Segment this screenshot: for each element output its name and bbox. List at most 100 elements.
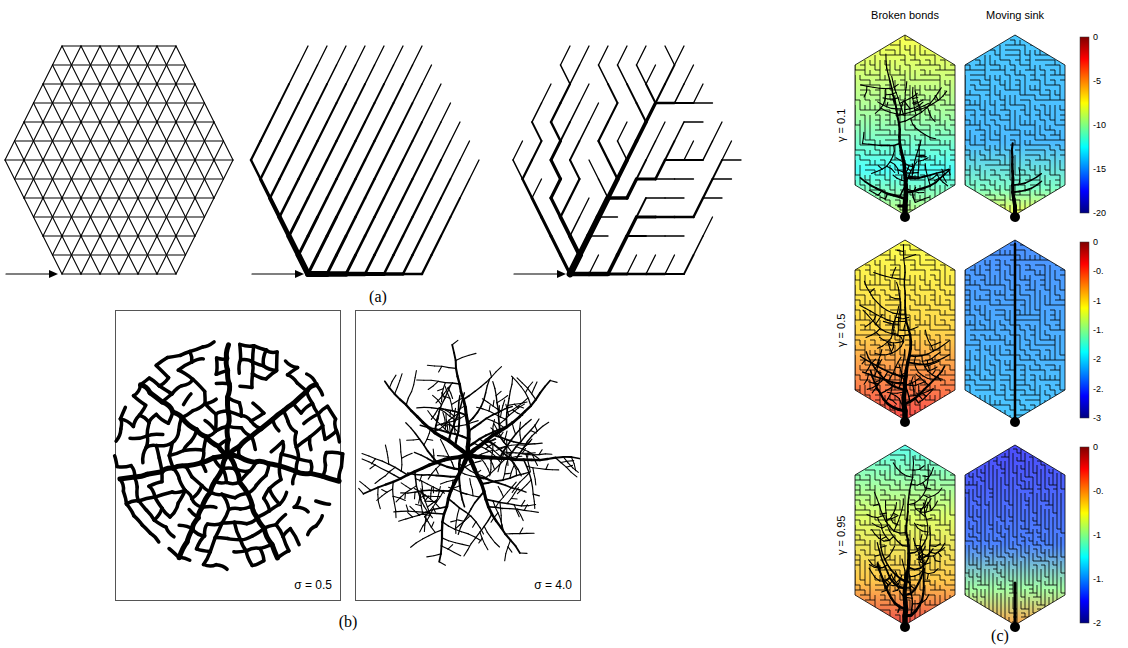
- broken-bonds-network: [900, 114, 905, 115]
- branched-network: [475, 423, 481, 427]
- branched-network: [523, 398, 528, 402]
- broken-bonds-network: [895, 109, 898, 116]
- branched-network: [512, 447, 516, 453]
- loopy-network: [229, 507, 241, 511]
- branched-network: [431, 407, 438, 409]
- branching-tree-network: [513, 160, 523, 179]
- triangular-lattice: [72, 254, 91, 255]
- branched-network: [500, 459, 502, 465]
- triangular-lattice: [53, 198, 63, 217]
- branched-network: [514, 463, 518, 469]
- branched-network: [401, 465, 403, 471]
- branching-tree-network: [589, 255, 599, 274]
- branched-network: [496, 507, 503, 508]
- triangular-lattice: [167, 255, 177, 274]
- branched-network: [520, 435, 521, 441]
- triangular-lattice: [167, 254, 186, 255]
- loopy-network: [154, 520, 166, 527]
- optimal-tree-network: [432, 160, 442, 179]
- branching-tree-network: [627, 273, 646, 276]
- broken-bonds-network: [919, 155, 924, 156]
- triangular-lattice: [176, 197, 195, 198]
- branching-tree-network: [665, 273, 684, 275]
- loopy-network: [271, 442, 283, 452]
- branched-network: [489, 405, 490, 411]
- loopy-network: [149, 378, 159, 386]
- triangular-lattice: [91, 65, 101, 84]
- loopy-network: [150, 533, 158, 542]
- branched-network: [436, 421, 441, 425]
- triangular-lattice: [176, 159, 195, 160]
- broken-bonds-network: [907, 168, 911, 171]
- branched-network: [511, 498, 517, 500]
- branched-network: [506, 485, 513, 488]
- broken-bonds-network: [888, 98, 893, 99]
- branched-network: [448, 433, 455, 435]
- triangular-lattice: [157, 83, 176, 84]
- broken-bonds-network: [885, 89, 886, 95]
- branching-tree-network: [637, 103, 647, 122]
- optimal-tree-network: [375, 46, 385, 65]
- loopy-network: [178, 370, 193, 379]
- triangular-lattice: [119, 159, 138, 160]
- branched-network: [440, 507, 447, 509]
- branched-network: [442, 522, 448, 526]
- triangular-lattice: [167, 103, 177, 122]
- loopy-network: [120, 477, 135, 479]
- branched-network: [473, 522, 476, 528]
- branched-network: [474, 439, 480, 443]
- branching-tree-network: [675, 122, 685, 141]
- triangular-lattice: [176, 141, 186, 160]
- branched-network: [492, 481, 499, 483]
- branched-network: [394, 511, 401, 513]
- branched-network: [515, 456, 521, 458]
- branching-tree-network: [618, 141, 628, 160]
- loopy-network: [294, 507, 308, 512]
- branched-network: [408, 392, 411, 399]
- loopy-network: [205, 524, 208, 536]
- loopy-network: [123, 491, 126, 504]
- branched-network: [449, 426, 451, 432]
- triangular-lattice: [24, 103, 34, 122]
- branched-network: [406, 517, 413, 519]
- triangular-lattice: [138, 197, 157, 198]
- branched-network: [452, 480, 454, 486]
- input-arrow: [557, 270, 566, 278]
- triangular-lattice: [34, 84, 44, 103]
- branched-network: [427, 556, 434, 557]
- triangular-lattice: [110, 179, 120, 198]
- loopy-network: [260, 549, 264, 561]
- broken-bonds-network: [881, 197, 886, 199]
- branched-network: [550, 381, 557, 383]
- branching-tree-network: [561, 65, 571, 84]
- branched-network: [427, 515, 430, 521]
- broken-bonds-network: [871, 185, 877, 188]
- branched-network: [395, 467, 401, 471]
- broken-bonds-network: [909, 176, 914, 178]
- loopy-network: [253, 403, 264, 413]
- optimal-tree-network: [289, 236, 299, 255]
- broken-bonds-network: [874, 193, 878, 196]
- branched-network: [566, 467, 571, 472]
- loopy-network: [155, 497, 162, 508]
- branched-network: [535, 419, 539, 425]
- branched-network: [527, 480, 531, 485]
- triangular-lattice: [100, 197, 119, 198]
- triangular-lattice: [100, 217, 110, 236]
- branched-network: [389, 388, 394, 394]
- branched-network: [441, 430, 448, 432]
- branched-network: [522, 453, 529, 454]
- triangular-lattice: [43, 159, 62, 160]
- broken-bonds-network: [915, 200, 920, 202]
- branched-network: [458, 508, 460, 514]
- optimal-tree-network: [403, 255, 413, 274]
- triangular-lattice: [81, 179, 91, 198]
- triangular-lattice: [43, 65, 53, 84]
- branched-network: [445, 420, 449, 425]
- branched-network: [519, 422, 521, 428]
- branched-network: [448, 499, 454, 504]
- branched-network: [427, 365, 434, 367]
- optimal-tree-network: [270, 141, 280, 160]
- branched-network: [499, 497, 503, 502]
- loopy-network: [304, 414, 318, 424]
